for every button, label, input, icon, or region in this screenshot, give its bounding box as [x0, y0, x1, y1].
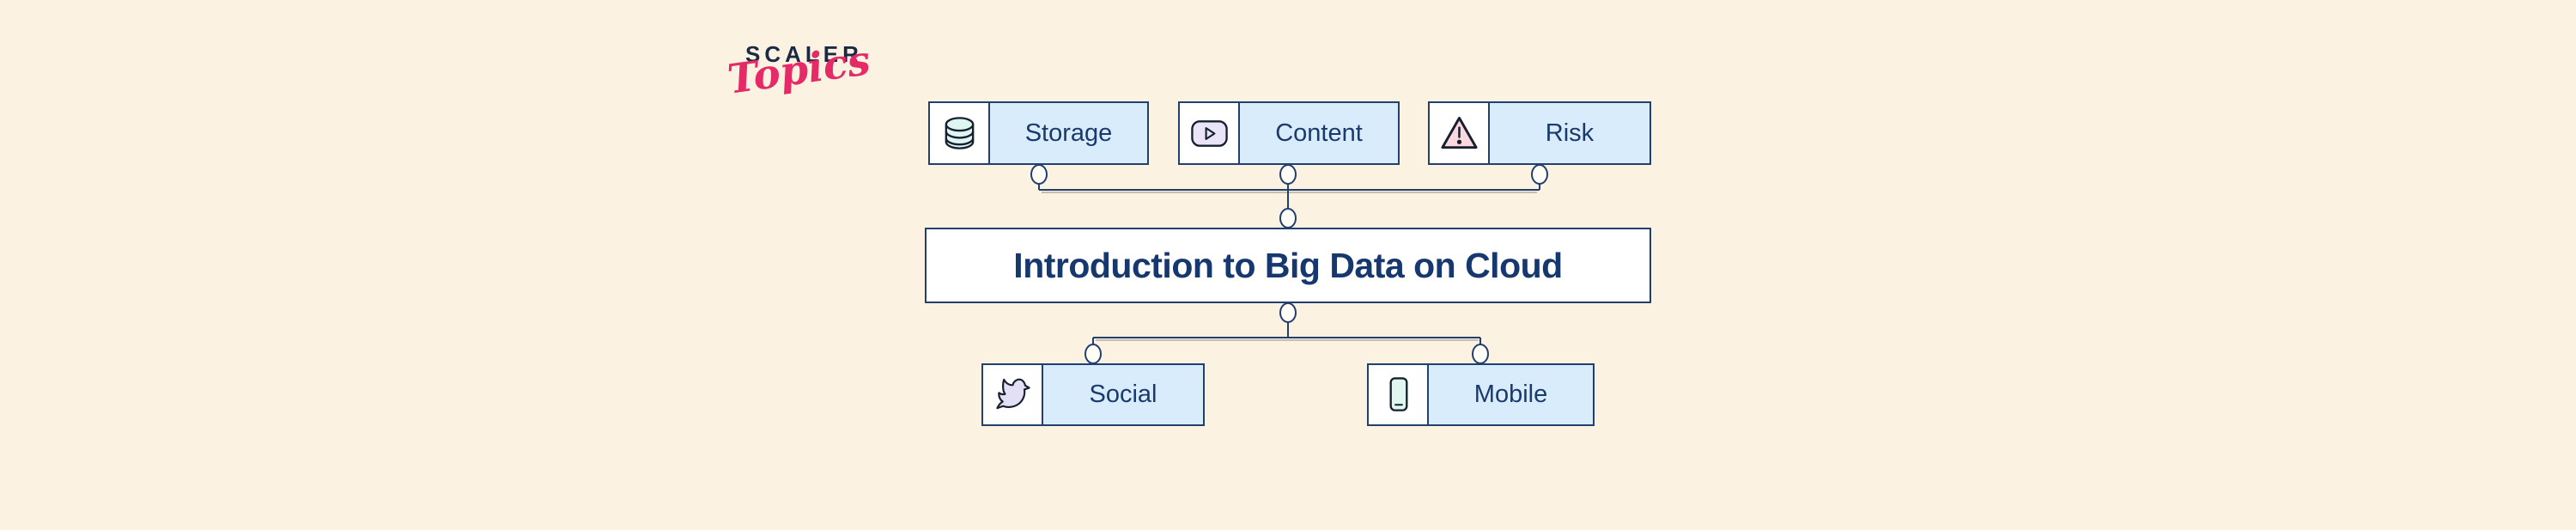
smartphone-icon — [1367, 363, 1429, 426]
database-icon — [928, 101, 990, 165]
node-label-storage: Storage — [988, 101, 1149, 165]
node-label-risk: Risk — [1488, 101, 1651, 165]
node-social: Social — [981, 363, 1205, 426]
node-risk: Risk — [1428, 101, 1651, 165]
video-play-icon — [1178, 101, 1240, 165]
node-mobile: Mobile — [1367, 363, 1595, 426]
node-label-content: Content — [1238, 101, 1400, 165]
node-storage: Storage — [928, 101, 1149, 165]
node-label-mobile: Mobile — [1427, 363, 1595, 426]
warning-triangle-icon — [1428, 101, 1490, 165]
diagram-title: Introduction to Big Data on Cloud — [1013, 245, 1563, 285]
node-content: Content — [1178, 101, 1400, 165]
node-label-social: Social — [1042, 363, 1205, 426]
logo-brand-text: SCALER — [745, 41, 863, 67]
title-box: Introduction to Big Data on Cloud — [925, 228, 1651, 303]
twitter-bird-icon — [981, 363, 1043, 426]
scaler-topics-logo: SCALER Topics — [725, 37, 873, 124]
